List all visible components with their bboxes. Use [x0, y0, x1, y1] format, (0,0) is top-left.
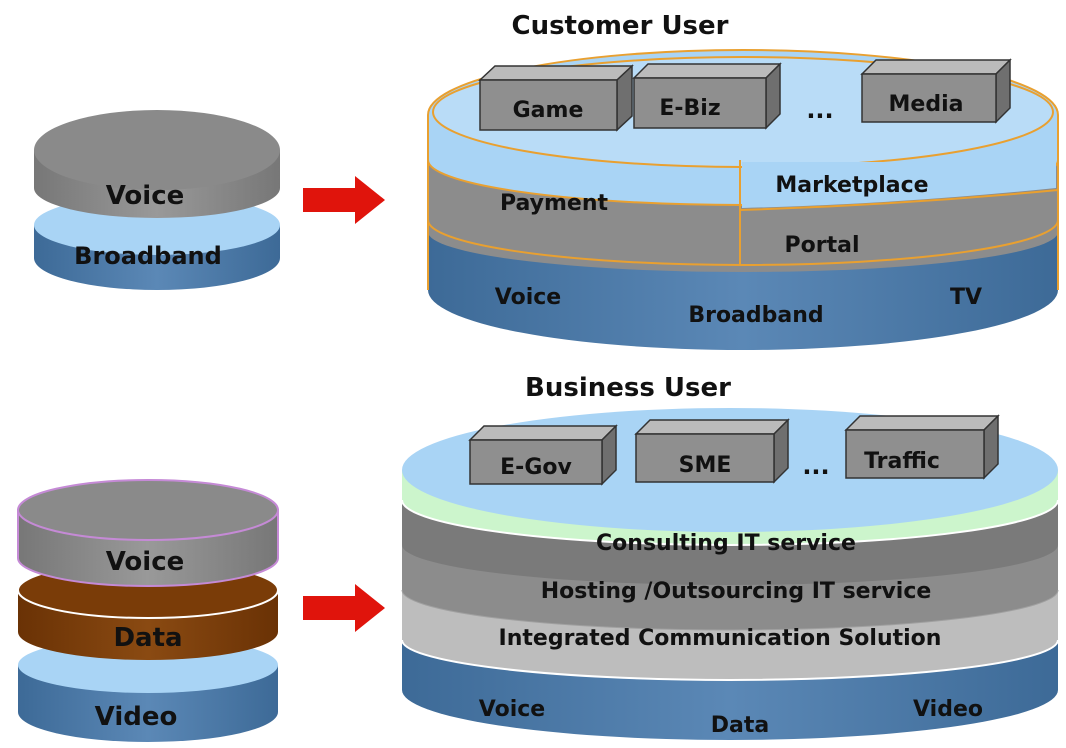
customer-base-broadband: Broadband	[688, 303, 823, 328]
arrow-right-icon-bottom	[303, 584, 385, 632]
left-bottom-voice-label: Voice	[106, 547, 185, 577]
business-base-data: Data	[711, 713, 769, 738]
customer-box-game-label: Game	[513, 98, 584, 123]
left-bottom-data-label: Data	[113, 623, 182, 653]
customer-box-ebiz-label: E-Biz	[659, 96, 720, 121]
business-box-egov-label: E-Gov	[500, 455, 572, 480]
business-layer-hosting: Hosting /Outsourcing IT service	[541, 579, 932, 604]
customer-base-tv: TV	[950, 285, 982, 310]
business-base-voice: Voice	[479, 697, 545, 722]
left-bottom-stack: Voice Data Video	[17, 479, 279, 742]
business-box-traffic-label: Traffic	[864, 449, 940, 474]
customer-box-game: Game	[478, 64, 634, 132]
customer-box-media-label: Media	[889, 92, 964, 117]
arrow-right-icon-top	[303, 176, 385, 224]
customer-marketplace-label: Marketplace	[775, 173, 928, 198]
customer-box-media: Media	[860, 58, 1012, 124]
business-ellipsis: ...	[802, 452, 829, 480]
customer-user-title: Customer User	[511, 11, 728, 41]
customer-portal-label: Portal	[785, 233, 860, 258]
customer-cylinder	[427, 49, 1059, 350]
customer-ellipsis: ...	[806, 96, 833, 124]
business-layer-integrated: Integrated Communication Solution	[499, 626, 942, 651]
customer-base-voice: Voice	[495, 285, 561, 310]
business-box-sme: SME	[634, 418, 790, 484]
customer-payment-label: Payment	[500, 191, 609, 216]
customer-box-ebiz: E-Biz	[632, 62, 782, 130]
left-top-voice-label: Voice	[106, 181, 185, 211]
business-base-video: Video	[913, 697, 983, 722]
business-box-sme-label: SME	[679, 453, 732, 478]
business-box-egov: E-Gov	[468, 424, 618, 486]
business-layer-consulting: Consulting IT service	[596, 531, 856, 556]
left-top-broadband-label: Broadband	[74, 242, 222, 270]
left-bottom-video-label: Video	[95, 702, 178, 732]
business-user-title: Business User	[525, 373, 731, 403]
left-top-stack: Voice Broadband	[34, 110, 280, 290]
business-box-traffic: Traffic	[844, 414, 1000, 480]
